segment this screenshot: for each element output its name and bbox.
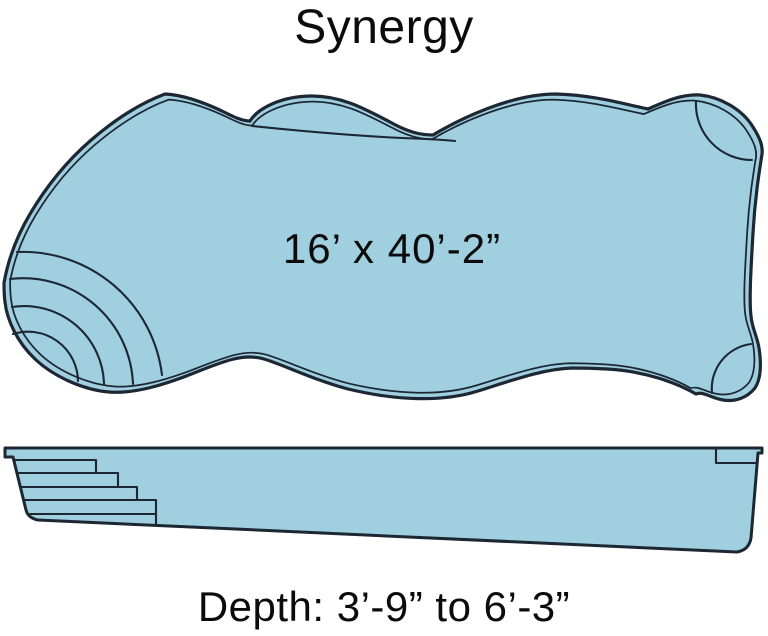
side-step-tread-4	[22, 498, 158, 527]
pool-side-profile-diagram	[3, 446, 764, 554]
page-title: Synergy	[294, 1, 474, 54]
side-step-tread-1	[12, 458, 98, 475]
entry-step-arc-1	[11, 330, 80, 383]
side-step-tread-3	[18, 485, 139, 502]
pool-top-view-outline	[2, 92, 764, 403]
corner-bench-arc-bottom-right	[710, 342, 753, 395]
pool-top-view-diagram	[2, 92, 764, 403]
corner-bench-arc-top-right	[694, 99, 754, 162]
entry-step-arc-3	[8, 277, 135, 386]
entry-step-arc-2	[10, 305, 106, 386]
pool-depth-label: Depth: 3’-9” to 6’-3”	[197, 583, 571, 630]
entry-step-arc-4	[15, 250, 164, 377]
bench-lens-line	[250, 124, 457, 143]
deep-end-bench-line	[714, 446, 758, 465]
pool-side-profile-outline	[3, 446, 764, 554]
pool-dimensions-label: 16’ x 40’-2”	[282, 225, 502, 272]
side-step-tread-2	[15, 471, 120, 489]
